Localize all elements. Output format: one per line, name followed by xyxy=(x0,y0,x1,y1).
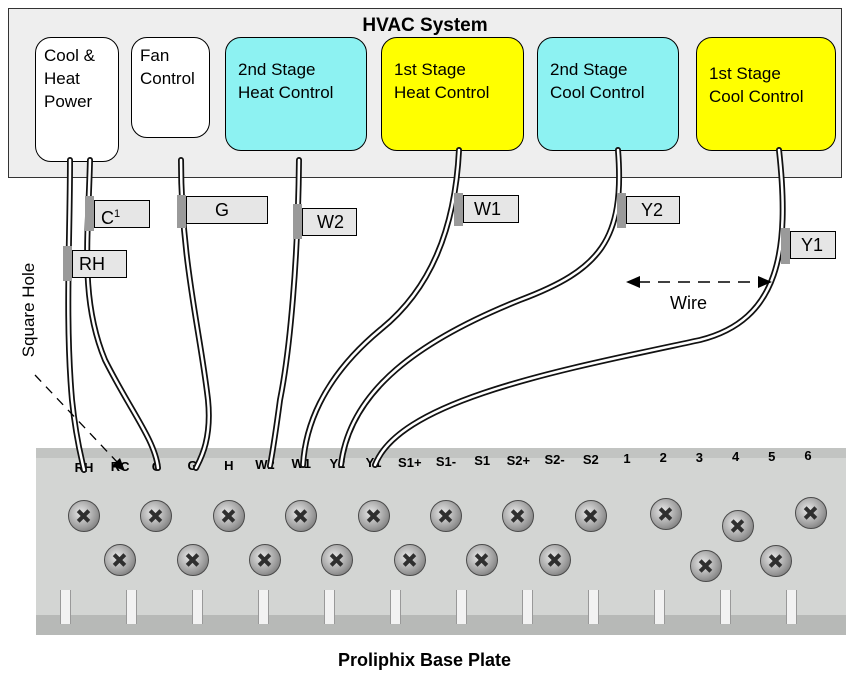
terminal-screw[interactable] xyxy=(574,500,607,532)
first-stage-cool-line1: 1st Stage xyxy=(709,64,781,83)
cool-heat-power-line1: Cool & xyxy=(44,46,96,65)
wire-label-w2: W2 xyxy=(302,208,357,236)
wire-label-c-text: C xyxy=(101,208,114,228)
terminal-label: S1+ xyxy=(398,454,422,470)
fan-control-box: Fan Control xyxy=(131,37,210,138)
wire-label-c-footnote: 1 xyxy=(114,208,121,220)
cool-heat-power-box: Cool & Heat Power xyxy=(35,37,119,162)
base-plate-rib xyxy=(126,590,137,624)
terminal-label: 3 xyxy=(695,449,703,465)
cool-heat-power-line2: Heat xyxy=(44,69,80,88)
wire-label-w1: W1 xyxy=(463,195,519,223)
second-stage-heat-line1: 2nd Stage xyxy=(238,60,316,79)
terminal-label: G xyxy=(187,458,198,474)
terminal-screw[interactable] xyxy=(690,550,722,582)
terminal-label: S2 xyxy=(582,451,599,467)
fan-control-line1: Fan xyxy=(140,46,170,65)
base-plate-rib xyxy=(588,590,599,624)
terminal-screw[interactable] xyxy=(321,544,354,576)
terminal-label: 2 xyxy=(659,450,667,466)
terminal-screw[interactable] xyxy=(502,500,535,532)
terminal-screw[interactable] xyxy=(357,500,390,532)
first-stage-heat-line2: Heat Control xyxy=(394,83,490,102)
first-stage-cool-box: 1st Stage Cool Control xyxy=(696,37,836,151)
base-plate-rib xyxy=(192,590,203,624)
second-stage-heat-box: 2nd Stage Heat Control xyxy=(225,37,367,151)
wire-label-y1: Y1 xyxy=(790,231,836,259)
terminal-screw[interactable] xyxy=(212,500,245,532)
base-plate-rib xyxy=(324,590,335,624)
terminal-label: S1 xyxy=(474,453,491,469)
terminal-screw[interactable] xyxy=(140,500,173,532)
terminal-label: 1 xyxy=(623,451,631,466)
base-plate-rib xyxy=(456,590,467,624)
wire-label-y2: Y2 xyxy=(626,196,680,224)
terminal-screw[interactable] xyxy=(393,544,426,576)
wire-label-rh: RH xyxy=(72,250,127,278)
base-plate-caption: Proliphix Base Plate xyxy=(337,650,512,670)
hvac-system-title: HVAC System xyxy=(362,15,488,36)
terminal-screw[interactable] xyxy=(650,498,682,530)
first-stage-cool-line2: Cool Control xyxy=(709,87,804,106)
base-plate-rib xyxy=(786,590,797,624)
base-plate-rib xyxy=(720,590,731,624)
base-plate-rib xyxy=(654,590,665,624)
wire-y1 xyxy=(372,147,786,468)
terminal-screw[interactable] xyxy=(176,544,209,576)
terminal-screw[interactable] xyxy=(249,544,281,576)
terminal-screw[interactable] xyxy=(104,544,137,576)
wire-w1 xyxy=(300,147,462,468)
terminal-label: S2+ xyxy=(506,452,531,468)
wire-label: Wire xyxy=(670,293,707,313)
wire-label-c: C1 xyxy=(94,200,150,228)
terminal-label: S2- xyxy=(544,452,565,468)
terminal-label: H xyxy=(224,457,234,473)
fan-control-line2: Control xyxy=(140,69,195,88)
first-stage-heat-line1: 1st Stage xyxy=(394,60,466,79)
base-plate-bottom-rail xyxy=(36,615,846,635)
terminal-label: 6 xyxy=(804,448,812,463)
square-hole-label: Square Hole xyxy=(19,262,38,358)
base-plate-rib xyxy=(522,590,533,624)
second-stage-cool-line2: Cool Control xyxy=(550,83,645,102)
wire-label-g: G xyxy=(186,196,268,224)
terminal-screw[interactable] xyxy=(466,544,499,576)
terminal-screw[interactable] xyxy=(430,500,462,532)
terminal-label: 4 xyxy=(731,449,740,465)
base-plate-rib xyxy=(60,590,71,624)
second-stage-heat-line2: Heat Control xyxy=(238,83,334,102)
terminal-label: 5 xyxy=(768,448,776,464)
base-plate-rib xyxy=(258,590,269,624)
second-stage-cool-box: 2nd Stage Cool Control xyxy=(537,37,679,151)
second-stage-cool-line1: 2nd Stage xyxy=(550,60,628,79)
terminal-screw[interactable] xyxy=(285,500,318,532)
terminal-screw[interactable] xyxy=(68,500,100,532)
terminal-screw[interactable] xyxy=(538,544,571,576)
base-plate-rib xyxy=(390,590,401,624)
terminal-screw[interactable] xyxy=(722,510,754,542)
first-stage-heat-box: 1st Stage Heat Control xyxy=(381,37,524,151)
cool-heat-power-line3: Power xyxy=(44,92,93,111)
terminal-screw[interactable] xyxy=(795,497,827,529)
base-plate-top-edge xyxy=(36,448,846,458)
terminal-label: S1- xyxy=(435,454,457,469)
base-plate xyxy=(36,448,846,635)
terminal-screw[interactable] xyxy=(760,545,792,577)
